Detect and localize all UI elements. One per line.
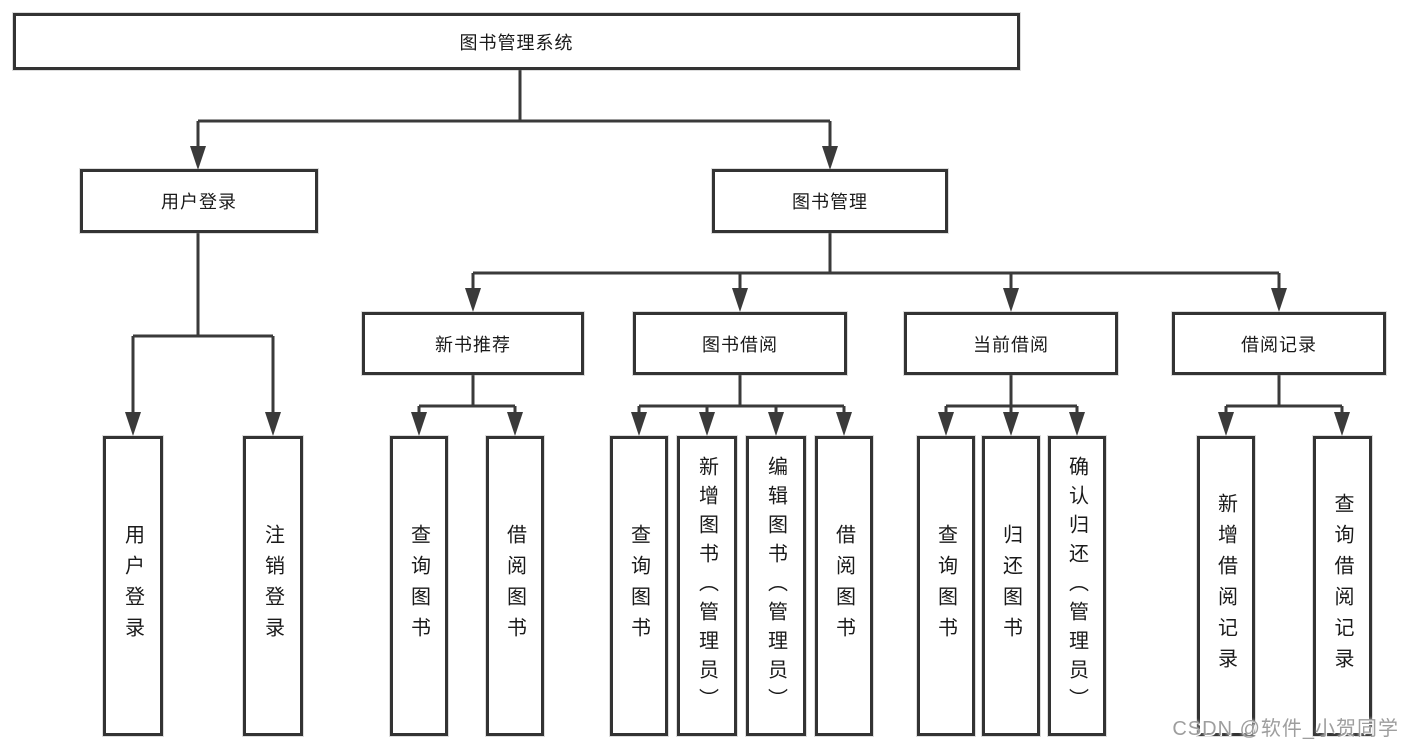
node-root-system: 图书管理系统 bbox=[13, 13, 1020, 70]
csdn-watermark: CSDN @软件_小贺同学 bbox=[1172, 718, 1399, 740]
leaf-user-login: 用户登录 bbox=[103, 436, 163, 736]
leaf-borrow-books: 借阅图书 bbox=[815, 436, 873, 736]
leaf-return-books: 归还图书 bbox=[982, 436, 1040, 736]
leaf-confirm-return-admin: 确认归还（管理员） bbox=[1048, 436, 1106, 736]
leaf-add-books-admin: 新增图书（管理员） bbox=[677, 436, 737, 736]
node-new-book-recommend: 新书推荐 bbox=[362, 312, 584, 375]
leaf-query-books-recommend: 查询图书 bbox=[390, 436, 448, 736]
node-borrow-records: 借阅记录 bbox=[1172, 312, 1386, 375]
leaf-edit-books-admin: 编辑图书（管理员） bbox=[746, 436, 806, 736]
leaf-logout: 注销登录 bbox=[243, 436, 303, 736]
leaf-query-books-borrow: 查询图书 bbox=[610, 436, 668, 736]
node-book-borrow: 图书借阅 bbox=[633, 312, 847, 375]
leaf-query-borrow-record: 查询借阅记录 bbox=[1313, 436, 1372, 736]
node-user-login: 用户登录 bbox=[80, 169, 318, 233]
node-book-management: 图书管理 bbox=[712, 169, 948, 233]
leaf-add-borrow-record: 新增借阅记录 bbox=[1197, 436, 1255, 736]
leaf-query-books-current: 查询图书 bbox=[917, 436, 975, 736]
leaf-borrow-books-recommend: 借阅图书 bbox=[486, 436, 544, 736]
node-current-borrow: 当前借阅 bbox=[904, 312, 1118, 375]
